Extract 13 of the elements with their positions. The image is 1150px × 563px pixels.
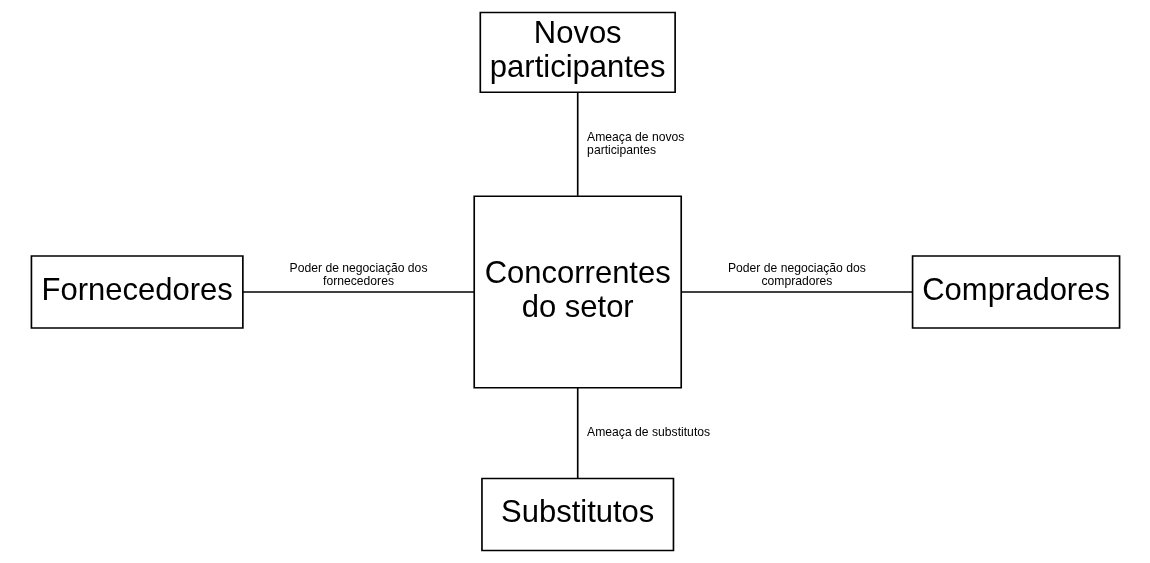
connector — [576, 91, 579, 197]
node-box: Concorrentes do setor — [472, 195, 682, 389]
edge-label: Ameaça de substitutos — [586, 425, 710, 440]
node-box: Substitutos — [480, 477, 674, 552]
connector — [680, 291, 913, 293]
edge-label: Ameaça de novos participantes — [586, 129, 684, 157]
connector — [576, 387, 579, 480]
edge-label: Poder de negociação dos fornecedores — [289, 260, 427, 289]
connector — [241, 291, 475, 293]
edge-label: Poder de negociação dos compradores — [727, 260, 866, 289]
node-box: Compradores — [911, 255, 1120, 329]
node-box: Novos participantes — [478, 11, 676, 94]
node-box: Fornecedores — [30, 255, 244, 329]
